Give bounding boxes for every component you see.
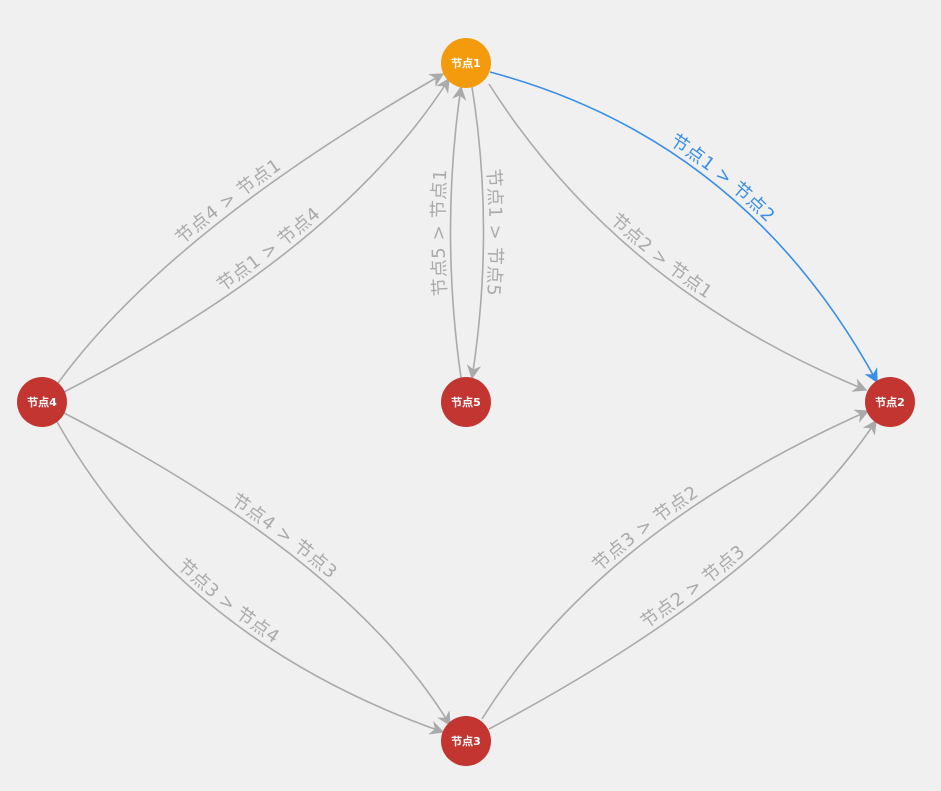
edge-n4-n3[interactable]: 节点4 > 节点3 [63,412,451,727]
edge-label: 节点4 > 节点1 [172,155,286,249]
node-label: 节点2 [875,395,905,409]
edge-n1-n2[interactable]: 节点1 > 节点2 [489,71,878,384]
node-label: 节点4 [27,395,57,409]
node-1[interactable]: 节点1 [441,38,491,88]
node-circle[interactable] [441,716,491,766]
edge-label: 节点1 > 节点4 [213,203,324,296]
edge-path[interactable] [488,83,868,392]
edge-label: 节点2 > 节点3 [637,541,749,633]
edge-n2-n1[interactable]: 节点2 > 节点1 [488,83,868,392]
edge-path[interactable] [488,419,877,730]
edge-label: 节点5 > 节点1 [428,168,451,296]
edge-path[interactable] [55,419,445,735]
edge-n3-n4[interactable]: 节点3 > 节点4 [55,419,445,735]
node-3[interactable]: 节点3 [441,716,491,766]
edge-path[interactable] [481,409,870,720]
node-label: 节点5 [451,395,481,409]
edge-path[interactable] [489,71,878,384]
edge-label: 节点3 > 节点4 [173,555,283,648]
edge-label: 节点1 > 节点5 [482,168,505,296]
node-5[interactable]: 节点5 [441,377,491,427]
edge-path[interactable] [57,73,445,384]
edge-n4-n1[interactable]: 节点4 > 节点1 [57,73,445,384]
node-label: 节点1 [451,56,481,70]
edge-label: 节点2 > 节点1 [606,209,716,303]
edge-path[interactable] [466,86,485,380]
node-4[interactable]: 节点4 [17,377,67,427]
edge-label: 节点1 > 节点2 [666,130,779,227]
node-label: 节点3 [451,734,481,748]
edge-n5-n1[interactable]: 节点5 > 节点1 [428,85,467,379]
node-circle[interactable] [17,377,67,427]
edge-n1-n5[interactable]: 节点1 > 节点5 [466,86,506,380]
node-circle[interactable] [441,38,491,88]
edge-path[interactable] [449,85,467,379]
node-layer: 节点1 节点2 节点3 节点4 节点5 [17,38,915,766]
node-circle[interactable] [865,377,915,427]
edge-n3-n2[interactable]: 节点3 > 节点2 [481,409,870,720]
edge-n1-n4[interactable]: 节点1 > 节点4 [63,77,450,393]
node-2[interactable]: 节点2 [865,377,915,427]
edge-label: 节点4 > 节点3 [227,490,341,583]
edge-path[interactable] [63,77,450,393]
edge-label: 节点3 > 节点2 [589,482,703,576]
edge-n2-n3[interactable]: 节点2 > 节点3 [488,419,877,730]
edge-path[interactable] [63,412,451,727]
node-circle[interactable] [441,377,491,427]
